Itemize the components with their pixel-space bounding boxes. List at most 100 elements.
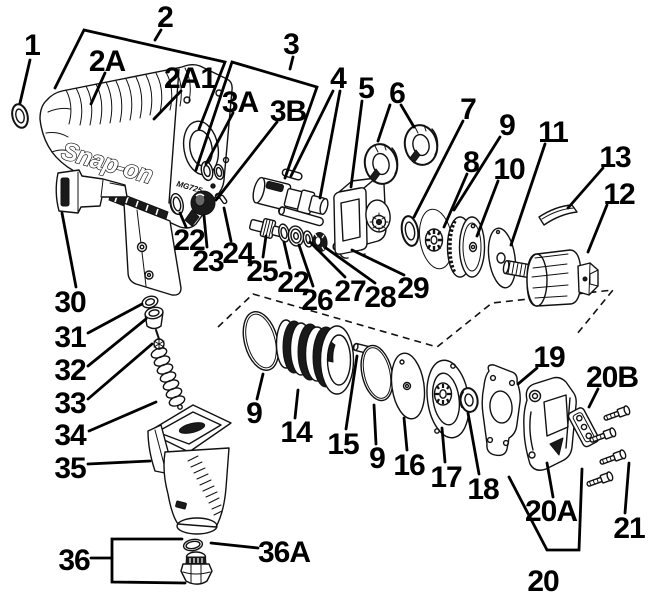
- callout-label-31: 31: [54, 321, 86, 354]
- part-handle-grip-35: [147, 404, 232, 535]
- callout-label-36: 36: [58, 544, 90, 577]
- part-valve-spring-34: [150, 347, 186, 410]
- leader-line: [60, 211, 78, 289]
- leader-line: [466, 411, 481, 476]
- callout-2A1: 2A1: [152, 62, 217, 121]
- leader-line: [509, 142, 547, 247]
- callout-11: 11: [509, 116, 569, 247]
- leader-line: [86, 342, 154, 401]
- part-bearing-18: [459, 387, 479, 413]
- callout-label-12: 12: [603, 178, 635, 211]
- callout-label-26: 26: [301, 284, 333, 317]
- callout-6: 6: [376, 77, 416, 143]
- callout-10: 10: [475, 153, 526, 238]
- leader-line: [288, 55, 295, 71]
- callout-2A: 2A: [89, 45, 127, 106]
- callout-label-33: 33: [54, 387, 86, 420]
- callout-18: 18: [466, 411, 500, 506]
- callout-33: 33: [54, 342, 154, 420]
- part-anvil-23: [184, 190, 216, 227]
- leader-line: [324, 246, 377, 285]
- callout-24: 24: [222, 206, 256, 270]
- callout-9: 9: [246, 372, 265, 430]
- leader-line: [399, 103, 416, 129]
- part-front-seal-1: [11, 103, 29, 129]
- callout-label-3B: 3B: [270, 95, 307, 128]
- part-hammer-6a: [363, 143, 399, 185]
- leader-line: [587, 387, 600, 409]
- part-rear-end-plate-17: [426, 359, 470, 439]
- callout-30: 30: [54, 211, 87, 319]
- part-oring-36a: [182, 538, 204, 552]
- part-reverse-lever-30: [55, 169, 128, 214]
- callout-label-28: 28: [364, 281, 396, 314]
- callout-label-3: 3: [283, 28, 299, 61]
- callout-label-9: 9: [369, 442, 385, 475]
- callout-label-17: 17: [430, 461, 462, 494]
- callout-17: 17: [430, 426, 463, 494]
- callout-label-27: 27: [334, 275, 366, 308]
- callout-2: 2: [53, 1, 227, 131]
- callout-label-23: 23: [192, 245, 224, 278]
- part-gasket-19: [481, 364, 521, 457]
- callout-label-2A: 2A: [89, 45, 126, 78]
- callout-19: 19: [516, 341, 566, 386]
- leader-line: [402, 416, 409, 452]
- leader-line: [516, 366, 539, 386]
- callout-36A: 36A: [209, 536, 311, 569]
- part-vane-13: [538, 204, 578, 226]
- callout-label-14: 14: [280, 416, 313, 449]
- callout-label-34: 34: [54, 419, 87, 452]
- callout-label-25: 25: [246, 255, 278, 288]
- leader-line: [442, 172, 469, 229]
- part-valve-stem-33: [153, 329, 165, 350]
- callout-26: 26: [297, 243, 334, 317]
- part-cam-gear-28: [312, 232, 328, 252]
- callout-bracket: [110, 537, 187, 585]
- callout-label-16: 16: [393, 449, 425, 482]
- leader-line: [202, 214, 209, 249]
- callout-label-19: 19: [533, 341, 565, 374]
- callout-31: 31: [54, 302, 144, 354]
- callout-32: 32: [54, 317, 148, 387]
- leader-line: [452, 135, 502, 212]
- leader-line: [297, 243, 315, 288]
- leader-line: [152, 89, 183, 121]
- callout-20: 20: [507, 467, 584, 598]
- callout-34: 34: [54, 400, 158, 452]
- callout-label-4: 4: [330, 62, 347, 95]
- callout-label-24: 24: [222, 237, 255, 270]
- callout-8: 8: [442, 146, 480, 229]
- callout-36: 36: [58, 537, 187, 585]
- part-hammer-6b: [403, 124, 439, 166]
- leader-line: [475, 179, 500, 238]
- callout-label-29: 29: [397, 272, 429, 305]
- part-rotor-12: [502, 249, 599, 307]
- callout-20B: 20B: [586, 361, 639, 409]
- callout-20A: 20A: [525, 461, 578, 528]
- callout-label-20B: 20B: [586, 361, 638, 394]
- leader-line: [440, 426, 447, 464]
- callout-label-5: 5: [358, 72, 374, 105]
- callout-label-3A: 3A: [222, 86, 259, 119]
- leader-line: [545, 461, 555, 499]
- callout-3: 3: [194, 28, 319, 180]
- callout-label-9: 9: [246, 397, 262, 430]
- callout-label-15: 15: [327, 428, 359, 461]
- part-screws-21: [586, 405, 631, 487]
- leader-line: [89, 71, 107, 106]
- callout-label-9: 9: [499, 109, 515, 142]
- callout-12: 12: [586, 178, 636, 254]
- leader-line: [86, 302, 144, 335]
- callout-label-11: 11: [538, 116, 568, 149]
- callout-label-13: 13: [599, 141, 631, 174]
- callout-14: 14: [280, 388, 314, 449]
- leader-line: [214, 120, 279, 202]
- leader-line: [293, 388, 300, 420]
- callout-22: 22: [173, 211, 206, 257]
- callout-9: 9: [452, 109, 516, 212]
- callout-label-22: 22: [173, 224, 205, 257]
